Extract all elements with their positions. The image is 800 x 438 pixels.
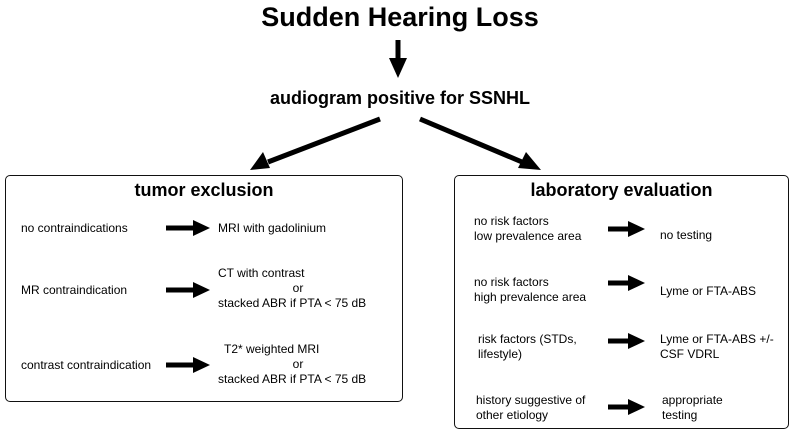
tumor-exclusion-panel: tumor exclusion	[5, 175, 403, 402]
condition-label: no contraindications	[21, 221, 128, 235]
condition-line: no risk factors	[474, 214, 549, 228]
outcome-label: MRI with gadolinium	[218, 221, 327, 235]
outcome-line: or	[292, 357, 304, 371]
condition-line: high prevalence area	[474, 290, 587, 304]
outcome-block: Lyme or FTA-ABS +/- CSF VDRL	[660, 332, 774, 362]
condition-line: risk factors (STDs,	[478, 332, 577, 346]
outcome-line: CT with contrast	[218, 266, 305, 280]
outcome-line: testing	[662, 408, 698, 422]
condition-block: no risk factors high prevalence area	[474, 275, 586, 305]
condition-line: no risk factors	[474, 275, 549, 289]
condition-label: contrast contraindication	[21, 358, 152, 372]
condition-label: MR contraindication	[21, 283, 128, 297]
right-branch-arrow-icon	[419, 116, 541, 170]
left-row-2-arrow-icon	[166, 282, 210, 298]
left-row-3-arrow-icon	[166, 357, 210, 373]
right-row-2-arrow-icon	[608, 275, 645, 291]
outcome-line: stacked ABR if PTA < 75 dB	[218, 372, 367, 386]
diagram-title: Sudden Hearing Loss	[261, 2, 539, 32]
condition-line: history suggestive of	[476, 393, 586, 407]
outcome-line: T2* weighted MRI	[224, 342, 320, 356]
outcome-line: or	[292, 281, 304, 295]
outcome-block: T2* weighted MRI or stacked ABR if PTA <…	[218, 342, 378, 387]
laboratory-evaluation-panel: laboratory evaluation	[454, 175, 789, 429]
panel-title: laboratory evaluation	[530, 180, 713, 200]
condition-line: lifestyle)	[478, 347, 523, 361]
condition-block: no risk factors low prevalence area	[474, 214, 581, 244]
outcome-label: no testing	[660, 228, 713, 242]
outcome-line: stacked ABR if PTA < 75 dB	[218, 296, 367, 310]
down-arrow-icon	[389, 40, 407, 78]
diagram-subtitle: audiogram positive for SSNHL	[269, 88, 531, 108]
right-row-4-arrow-icon	[608, 399, 645, 415]
panel-title: tumor exclusion	[134, 180, 274, 200]
condition-line: other etiology	[476, 408, 549, 422]
right-row-1-arrow-icon	[608, 221, 645, 237]
left-branch-arrow-icon	[250, 116, 381, 170]
outcome-block: CT with contrast or stacked ABR if PTA <…	[218, 266, 378, 311]
outcome-label: Lyme or FTA-ABS	[660, 284, 757, 298]
condition-line: low prevalence area	[474, 229, 582, 243]
outcome-line: Lyme or FTA-ABS +/-	[660, 332, 774, 346]
outcome-block: appropriate testing	[662, 393, 723, 423]
outcome-line: appropriate	[662, 393, 723, 407]
left-row-1-arrow-icon	[166, 220, 210, 236]
right-row-3-arrow-icon	[608, 333, 645, 349]
outcome-line: CSF VDRL	[660, 347, 720, 361]
condition-block: risk factors (STDs, lifestyle)	[478, 332, 577, 362]
condition-block: history suggestive of other etiology	[476, 393, 585, 423]
